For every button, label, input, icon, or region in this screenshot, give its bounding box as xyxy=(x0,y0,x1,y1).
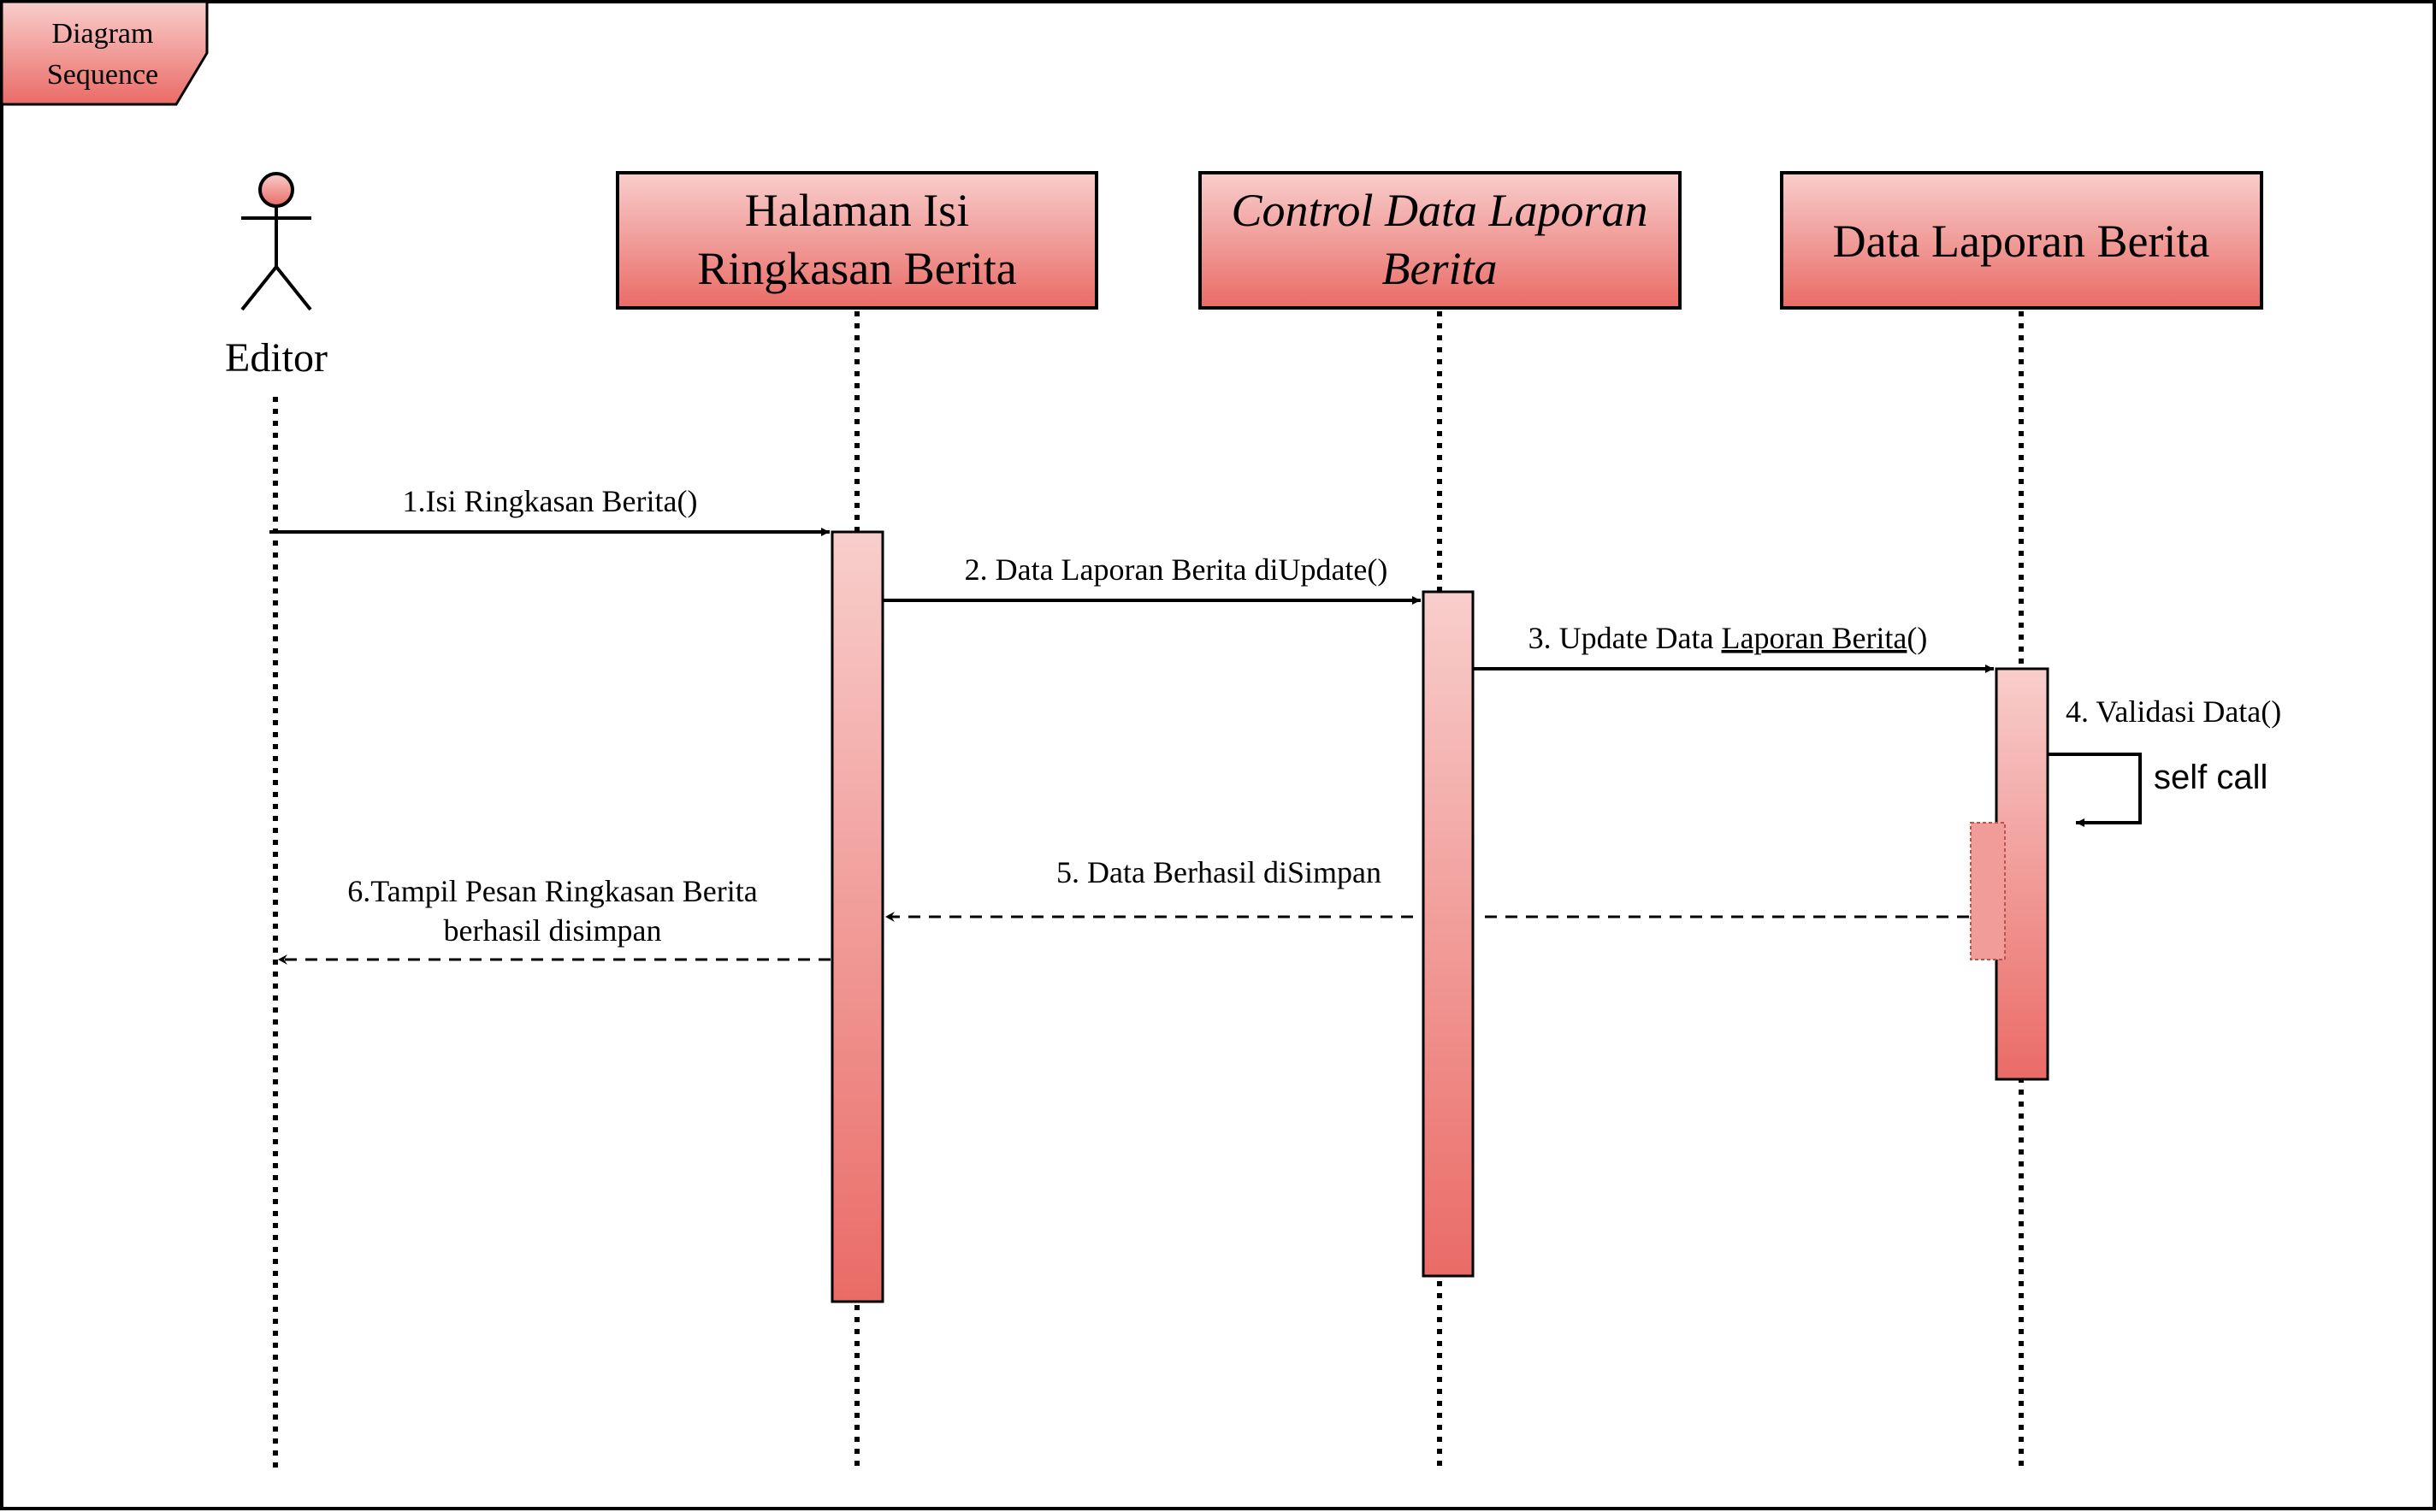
actor-editor: Editor xyxy=(225,172,328,381)
message-2-label: 2. Data Laporan Berita diUpdate() xyxy=(965,552,1388,587)
self-call-label: self call xyxy=(2154,759,2267,796)
stick-figure-icon xyxy=(240,172,312,311)
message-6-label-line2: berhasil disimpan xyxy=(444,913,662,948)
message-3-prefix: 3. Update Data xyxy=(1528,621,1722,655)
message-3: 3. Update Data Laporan Berita() xyxy=(1473,621,1994,673)
actor-label: Editor xyxy=(225,335,328,381)
message-3-suffix: () xyxy=(1907,621,1927,655)
message-6-label-line1: 6.Tampil Pesan Ringkasan Berita xyxy=(347,874,757,908)
frame-label-line1: Diagram xyxy=(52,18,154,50)
message-3-underlined: Laporan Berita xyxy=(1722,621,1907,655)
halaman-line1: Halaman Isi xyxy=(745,185,969,236)
activation-data-self xyxy=(1970,822,2006,960)
data-line1: Data Laporan Berita xyxy=(1833,216,2210,267)
halaman-line2: Ringkasan Berita xyxy=(697,243,1016,294)
message-6: 6.Tampil Pesan Ringkasan Berita berhasil… xyxy=(278,874,831,965)
message-5: 5. Data Berhasil diSimpan xyxy=(885,855,1969,922)
frame-label-line2: Sequence xyxy=(47,59,158,91)
lifeline-halaman-header: Halaman Isi Ringkasan Berita xyxy=(616,171,1098,310)
message-1: 1.Isi Ringkasan Berita() xyxy=(269,484,830,536)
message-4-self-call: 4. Validasi Data() self call xyxy=(2048,694,2281,827)
lifeline-data-header: Data Laporan Berita xyxy=(1780,171,2263,310)
activation-halaman xyxy=(831,530,884,1303)
lifeline-control-header: Control Data Laporan Berita xyxy=(1198,171,1682,310)
message-4-label: 4. Validasi Data() xyxy=(2066,694,2281,729)
activation-control xyxy=(1422,590,1475,1278)
message-3-label: 3. Update Data Laporan Berita() xyxy=(1528,621,1928,655)
control-line1: Control Data Laporan xyxy=(1231,185,1647,236)
message-5-label: 5. Data Berhasil diSimpan xyxy=(1056,855,1381,889)
message-2: 2. Data Laporan Berita diUpdate() xyxy=(883,552,1421,605)
frame-label: Diagram Sequence xyxy=(0,0,209,106)
message-1-label: 1.Isi Ringkasan Berita() xyxy=(403,484,698,518)
control-line2: Berita xyxy=(1382,243,1498,294)
